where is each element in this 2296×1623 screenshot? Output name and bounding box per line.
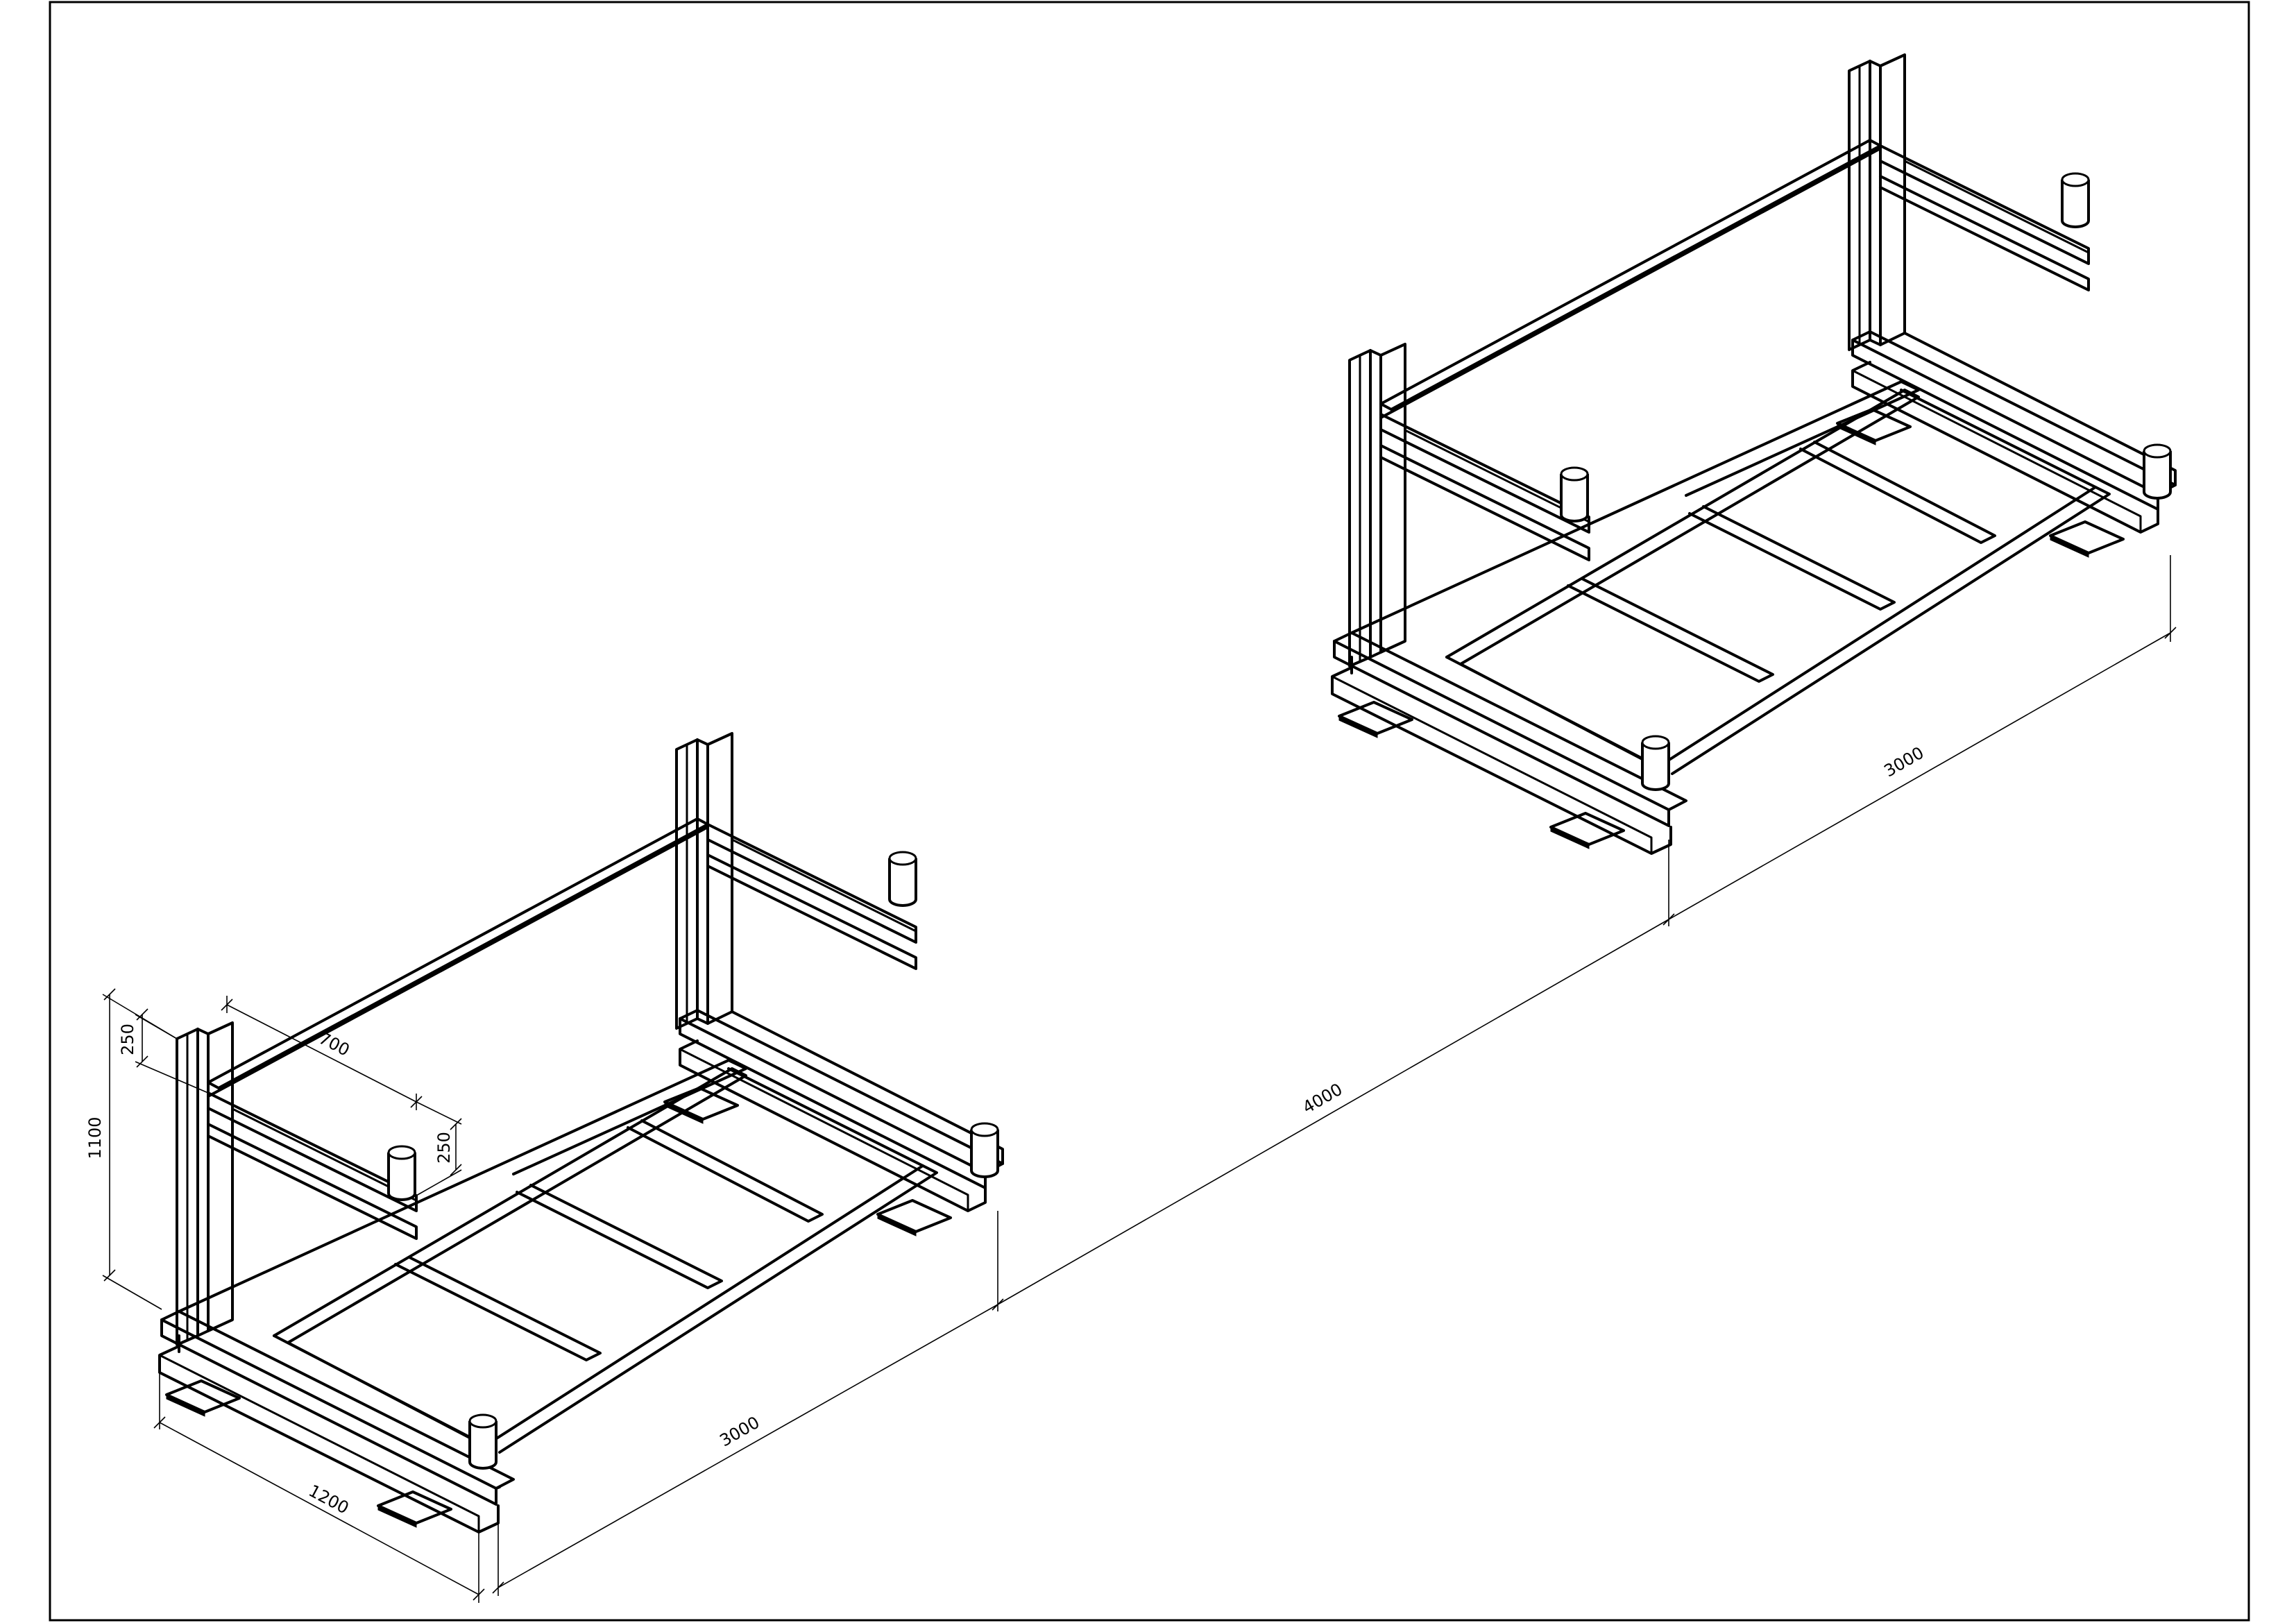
floor-frame (1445, 389, 2111, 775)
upright-back-left (675, 732, 733, 1030)
base-beam-front (1331, 631, 1687, 855)
dim-height-total: 1100 (85, 1116, 105, 1159)
upright-front-left (1348, 343, 1406, 668)
base-right-beam (731, 1010, 1004, 1165)
arm-left-front (207, 1091, 418, 1240)
rack-right (1331, 53, 2177, 855)
dimension-lines (102, 555, 2177, 1603)
rack-left (158, 732, 1004, 1533)
dim-width-depth: 1200 (305, 1481, 352, 1518)
arm-left-back (706, 823, 917, 970)
top-rail-left (1379, 139, 1882, 419)
drawing-border (49, 1, 2250, 1622)
base-beam-left (1350, 380, 1920, 634)
base-beam-front (158, 1310, 515, 1533)
dim-spacing: 4000 (1300, 1080, 1346, 1118)
arm-left-front (1379, 413, 1590, 561)
arm-left-back (1879, 144, 2090, 291)
base-beam-left (178, 1059, 747, 1490)
upright-front-left (176, 1021, 234, 1346)
dim-top-offset-right: 250 (434, 1132, 454, 1164)
dim-length-left: 3000 (717, 1413, 763, 1451)
top-rail-left (207, 817, 709, 1098)
dim-top-offset-left: 250 (118, 1023, 137, 1055)
posts (387, 851, 999, 1470)
posts (1560, 172, 2172, 791)
base-right-beam (1903, 332, 2177, 486)
upright-back-left (1848, 53, 1906, 351)
floor-frame (273, 1067, 938, 1454)
